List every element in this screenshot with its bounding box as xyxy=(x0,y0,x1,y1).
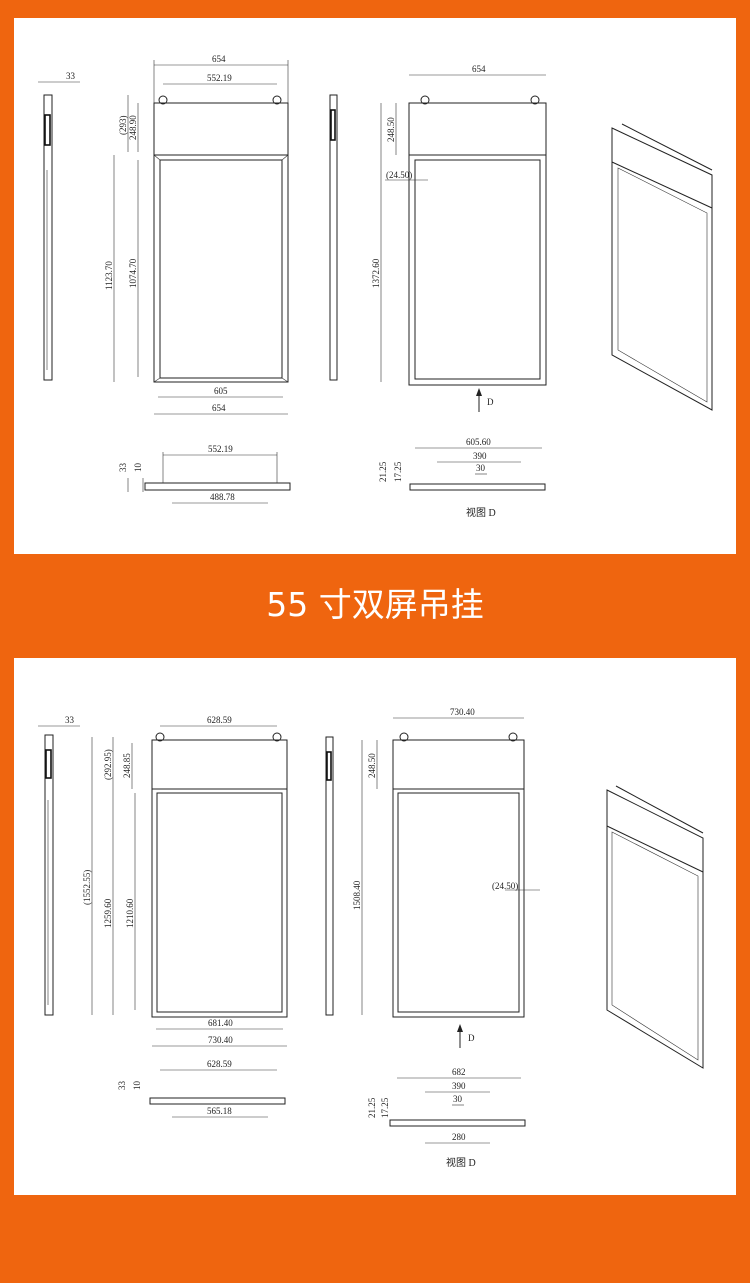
dim-label: D xyxy=(468,1033,475,1043)
dim-label: 552.19 xyxy=(207,73,232,83)
dim-label: 488.78 xyxy=(210,492,235,502)
dim-label: 654 xyxy=(212,403,226,413)
dim-label: 1210.60 xyxy=(125,898,135,928)
top-side-view-2 xyxy=(329,94,338,381)
dim-label: 552.19 xyxy=(208,444,233,454)
dim-label: 730.40 xyxy=(208,1035,233,1045)
side-thickness-label: 33 xyxy=(66,71,76,81)
dim-label: 681.40 xyxy=(208,1018,233,1028)
hook-icon xyxy=(158,95,168,105)
hook-icon xyxy=(272,95,282,105)
top-top-view: 552.19 488.78 33 10 xyxy=(118,444,291,504)
dim-label: 605 xyxy=(214,386,228,396)
dim-label: 10 xyxy=(132,1081,142,1091)
dim-label: 654 xyxy=(212,54,226,64)
dim-label: 30 xyxy=(476,463,486,473)
dim-label: 248.50 xyxy=(367,753,377,778)
dim-label: 17.25 xyxy=(393,461,403,482)
top-drawing-panel xyxy=(14,18,736,554)
top-view-d: 605.60 390 30 21.25 17.25 视图 D xyxy=(378,437,546,519)
bottom-side-view: 33 xyxy=(38,715,80,1016)
dim-label: 33 xyxy=(117,1081,127,1091)
side-thickness-label: 33 xyxy=(65,715,75,725)
dim-label: 10 xyxy=(133,463,143,473)
dim-label: 21.25 xyxy=(367,1097,377,1118)
bottom-view-d: 682 390 30 280 21.25 17.25 视图 D xyxy=(367,1067,526,1169)
dim-label: 248.85 xyxy=(122,753,132,778)
top-isometric-view xyxy=(611,123,713,411)
hook-icon xyxy=(508,732,518,742)
bottom-top-view: 628.59 565.18 33 10 xyxy=(117,1059,286,1118)
dim-label: D xyxy=(487,397,494,407)
bottom-side-view-2 xyxy=(325,736,334,1016)
dim-label: (1552.55) xyxy=(82,870,92,905)
bottom-drawing-panel xyxy=(14,658,736,1195)
dim-label: 30 xyxy=(453,1094,463,1104)
view-caption: 视图 D xyxy=(466,506,496,519)
bottom-front-view: 628.59 (1552.55) (292.95) 248.85 1259.60… xyxy=(82,715,288,1047)
section-title: 55 寸双屏吊挂 xyxy=(266,585,484,624)
dim-label: (293) xyxy=(118,116,128,136)
dim-label: (292.95) xyxy=(103,749,113,780)
dim-label: 390 xyxy=(452,1081,466,1091)
dim-label: 1372.60 xyxy=(371,258,381,288)
dim-label: 628.59 xyxy=(207,715,232,725)
dim-label: 21.25 xyxy=(378,461,388,482)
dim-label: 605.60 xyxy=(466,437,491,447)
view-caption: 视图 D xyxy=(446,1156,476,1169)
top-front-view: 654 552.19 (293) 248.90 1123.70 1074.70 … xyxy=(104,54,289,415)
dim-label: 682 xyxy=(452,1067,466,1077)
dim-label: 730.40 xyxy=(450,707,475,717)
dim-label: 1508.40 xyxy=(352,880,362,910)
dim-label: (24.50) xyxy=(492,881,518,891)
bottom-back-view: 730.40 248.50 1508.40 (24.50) D xyxy=(352,707,540,1048)
dim-label: (24.50) xyxy=(386,170,412,180)
hook-icon xyxy=(272,732,282,742)
dim-label: 17.25 xyxy=(380,1097,390,1118)
dim-label: 628.59 xyxy=(207,1059,232,1069)
hook-icon xyxy=(530,95,540,105)
dim-label: 654 xyxy=(472,64,486,74)
hook-icon xyxy=(399,732,409,742)
hook-icon xyxy=(420,95,430,105)
dim-label: 390 xyxy=(473,451,487,461)
top-side-view: 33 xyxy=(38,71,80,381)
dim-label: 1123.70 xyxy=(104,261,114,290)
dim-label: 248.90 xyxy=(128,115,138,140)
dim-label: 565.18 xyxy=(207,1106,232,1116)
bottom-isometric-view xyxy=(606,785,704,1069)
hook-icon xyxy=(155,732,165,742)
dim-label: 33 xyxy=(118,463,128,473)
top-back-view: 654 248.50 (24.50) 1372.60 D xyxy=(371,64,547,412)
dim-label: 1074.70 xyxy=(128,258,138,288)
dim-label: 248.50 xyxy=(386,117,396,142)
dim-label: 1259.60 xyxy=(103,898,113,928)
dim-label: 280 xyxy=(452,1132,466,1142)
